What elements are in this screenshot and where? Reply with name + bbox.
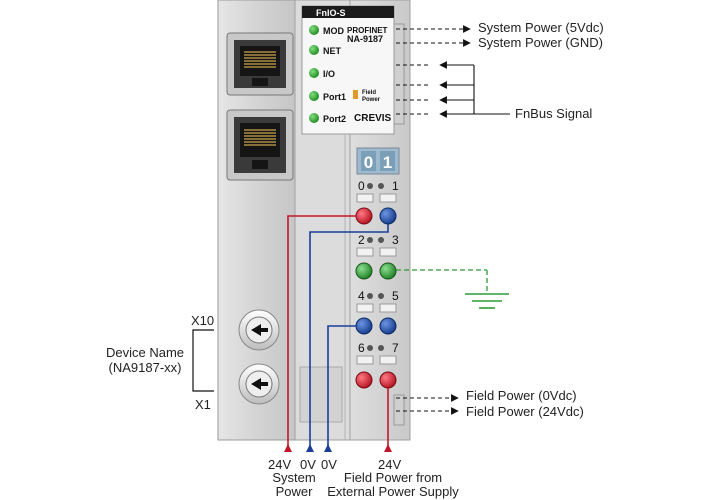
label-system-power-gnd: System Power (GND)	[478, 35, 603, 50]
brand-label: CREVIS	[354, 113, 392, 124]
led-port1-label: Port1	[323, 92, 346, 102]
label-system-power-5v: System Power (5Vdc)	[478, 20, 604, 35]
label-bottom-0v-field: 0V	[321, 457, 337, 472]
ethernet-port-2	[226, 109, 294, 181]
terminal-7-red	[379, 371, 397, 389]
ethernet-port-1	[226, 32, 294, 96]
label-x10: X10	[191, 313, 215, 328]
terminal-number-5: 5	[392, 289, 399, 303]
field-power-led	[353, 90, 358, 99]
led-port1-indicator	[309, 91, 319, 101]
window-digit-1: 1	[383, 153, 392, 172]
led-mod-indicator	[309, 25, 319, 35]
led-io-label: I/O	[323, 69, 335, 79]
ground-connection	[396, 269, 509, 309]
terminal-3-green	[379, 262, 397, 280]
window-digit-0: 0	[364, 153, 373, 172]
fnbus-lines	[396, 61, 510, 118]
label-field-power-0v: Field Power (0Vdc)	[466, 388, 577, 403]
channel-window: 0 1	[356, 147, 400, 175]
terminal-number-3: 3	[392, 233, 399, 247]
led-net-indicator	[309, 45, 319, 55]
led-port2-indicator	[309, 113, 319, 123]
terminal-4-blue	[355, 317, 373, 335]
label-bottom-24v-field: 24V	[378, 457, 402, 472]
led-io-indicator	[309, 68, 319, 78]
terminal-number-0: 0	[358, 179, 365, 193]
terminal-number-1: 1	[392, 179, 399, 193]
field-power-lines	[396, 394, 459, 415]
label-x1: X1	[195, 397, 211, 412]
terminal-number-7: 7	[392, 341, 399, 355]
label-field-power-24v: Field Power (24Vdc)	[466, 404, 584, 419]
protocol-label: PROFINET	[347, 26, 388, 35]
model-label: NA-9187	[347, 34, 383, 44]
label-fnbus-signal: FnBus Signal	[515, 106, 593, 121]
terminal-6-red	[355, 371, 373, 389]
terminal-0-red	[355, 207, 373, 225]
wire-arrowheads	[284, 444, 392, 452]
terminal-number-2: 2	[358, 233, 365, 247]
power-wires	[287, 215, 389, 450]
terminal-number-4: 4	[358, 289, 365, 303]
led-port2-label: Port2	[323, 114, 346, 124]
rotary-switch-x1	[238, 363, 280, 405]
terminal-2-green	[355, 262, 373, 280]
module-name: FnIO-S	[316, 8, 346, 18]
field-power-led-label-2: Power	[362, 97, 381, 103]
label-device-name: Device Name	[105, 345, 185, 360]
terminal-number-6: 6	[358, 341, 365, 355]
led-net-label: NET	[323, 46, 342, 56]
status-leds: MOD NET I/O Port1 Port2 Field Power	[309, 25, 381, 124]
rotary-switch-x10	[238, 309, 280, 351]
system-power-lines	[396, 25, 471, 47]
device-name-bracket	[192, 329, 214, 392]
terminal-5-blue	[379, 317, 397, 335]
terminal-1-blue	[379, 207, 397, 225]
label-bottom-0v-system: 0V	[300, 457, 316, 472]
terminal-block: 0 1 2 3 4 5 6 7	[355, 179, 399, 389]
led-mod-label: MOD	[323, 26, 344, 36]
label-bottom-24v-system: 24V	[268, 457, 292, 472]
field-power-led-label-1: Field	[362, 90, 376, 96]
label-device-name-sub: (NA9187-xx)	[108, 360, 182, 375]
